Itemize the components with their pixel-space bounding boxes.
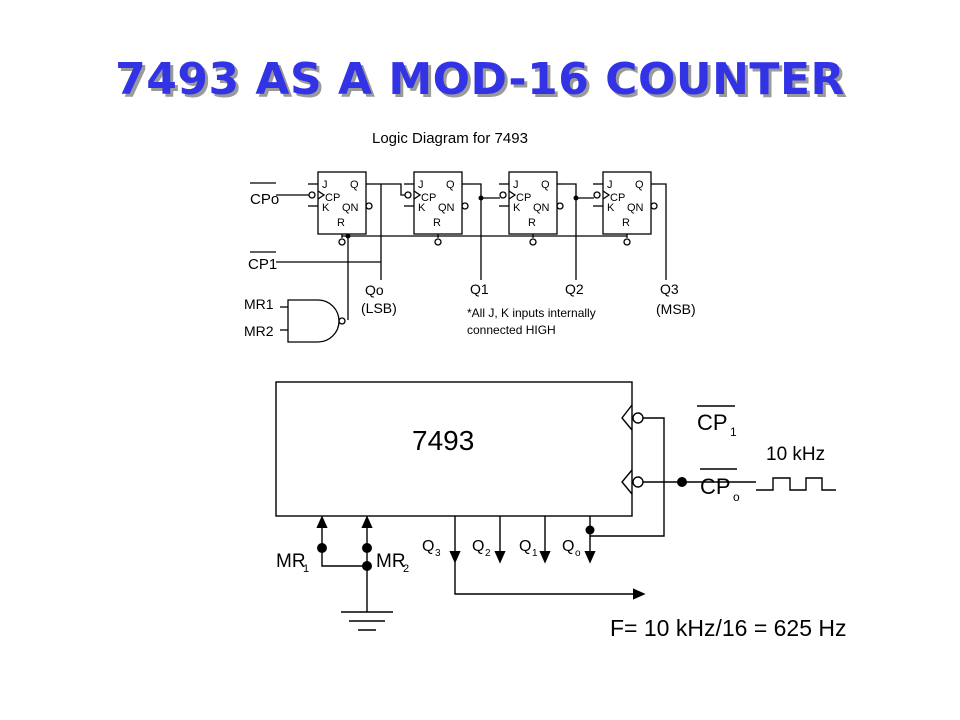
jk-note-line1: *All J, K inputs internally xyxy=(467,306,596,320)
ff3-j-label: J xyxy=(607,179,613,191)
nand-gate xyxy=(287,299,340,343)
q3-block-subscript: 3 xyxy=(435,548,441,559)
ff0-cp-label: CP xyxy=(325,192,340,204)
cp1-input-label: CP1 xyxy=(248,256,277,273)
flip-flop-0: J CP K Q QN R xyxy=(307,171,375,246)
chip-7493-block xyxy=(275,381,633,517)
flip-flop-3: J CP K Q QN R xyxy=(592,171,660,246)
q0-block-label: Q xyxy=(562,538,574,555)
q3-label: Q3 xyxy=(660,281,679,297)
page-title: 7493 AS A MOD-16 COUNTER xyxy=(115,54,845,105)
cp0-input-label: CPo xyxy=(250,191,279,208)
q3-block-label: Q xyxy=(422,538,434,555)
ff3-cp-label: CP xyxy=(610,192,625,204)
ff2-k-label: K xyxy=(513,202,521,214)
cp0-block-label: CP xyxy=(700,474,731,499)
mr2-label: MR2 xyxy=(244,323,274,339)
output-frequency-formula: F= 10 kHz/16 = 625 Hz xyxy=(610,615,847,641)
ff0-r-label: R xyxy=(337,217,345,229)
mr2-block-subscript: 2 xyxy=(403,563,409,575)
q2-block-label: Q xyxy=(472,538,484,555)
ff2-j-label: J xyxy=(513,179,519,191)
ff3-r-label: R xyxy=(622,217,630,229)
chip-label: 7493 xyxy=(412,425,474,456)
clock-frequency-label: 10 kHz xyxy=(766,444,825,465)
ff0-qn-label: QN xyxy=(342,202,359,214)
q2-block-subscript: 2 xyxy=(485,548,491,559)
q2-label: Q2 xyxy=(565,281,584,297)
mr2-block-label: MR xyxy=(376,551,406,572)
ff3-qn-label: QN xyxy=(627,202,644,214)
ff3-q-label: Q xyxy=(635,179,644,191)
ff0-k-label: K xyxy=(322,202,330,214)
ff0-q-label: Q xyxy=(350,179,359,191)
ff3-k-label: K xyxy=(607,202,615,214)
ff1-j-label: J xyxy=(418,179,424,191)
q0-block-subscript: o xyxy=(575,548,581,559)
q1-label: Q1 xyxy=(470,281,489,297)
msb-label: (MSB) xyxy=(656,301,696,317)
q1-block-subscript: 1 xyxy=(532,548,538,559)
mr1-block-label: MR xyxy=(276,551,306,572)
cp1-block-subscript: 1 xyxy=(730,425,737,439)
ff2-r-label: R xyxy=(528,217,536,229)
ff2-q-label: Q xyxy=(541,179,550,191)
cp0-block-subscript: o xyxy=(733,490,740,504)
ff1-qn-label: QN xyxy=(438,202,455,214)
jk-note-line2: connected HIGH xyxy=(467,323,556,337)
ff2-cp-label: CP xyxy=(516,192,531,204)
flip-flop-2: J CP K Q QN R xyxy=(498,171,566,246)
ff0-j-label: J xyxy=(322,179,328,191)
clock-waveform xyxy=(756,477,836,491)
mr1-block-subscript: 1 xyxy=(303,563,309,575)
ff1-q-label: Q xyxy=(446,179,455,191)
logic-diagram-heading: Logic Diagram for 7493 xyxy=(372,130,528,147)
lsb-label: (LSB) xyxy=(361,300,397,316)
mr1-label: MR1 xyxy=(244,296,274,312)
ff1-r-label: R xyxy=(433,217,441,229)
cp1-block-label: CP xyxy=(697,410,728,435)
flip-flop-1: J CP K Q QN R xyxy=(403,171,471,246)
ff1-cp-label: CP xyxy=(421,192,436,204)
ff2-qn-label: QN xyxy=(533,202,550,214)
ff1-k-label: K xyxy=(418,202,426,214)
q0-label: Qo xyxy=(365,282,384,298)
q1-block-label: Q xyxy=(519,538,531,555)
